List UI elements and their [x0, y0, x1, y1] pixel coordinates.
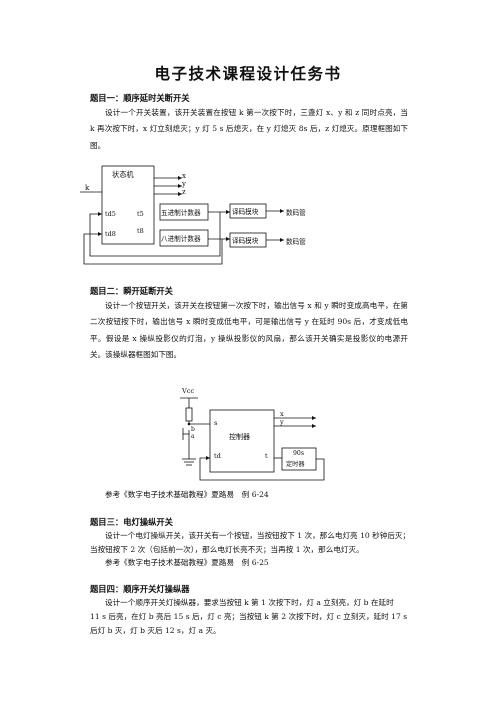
- input-k-label: k: [85, 183, 90, 192]
- decoder1-label: 译码模块: [232, 208, 259, 216]
- display2-label: 数码管: [286, 238, 306, 246]
- counter8-label: 八进制计数器: [161, 235, 201, 243]
- q3-heading: 题目三：电灯操纵开关: [90, 517, 173, 527]
- counter5-label: 五进制计数器: [161, 209, 201, 217]
- node-b-label: b: [191, 426, 195, 433]
- t5-label: t5: [137, 210, 144, 218]
- pin-td-label: td: [214, 452, 221, 460]
- q3-line-1: 设计一个电灯操纵开关，该开关有一个按钮，当按钮按下 1 次，那么电灯亮 10 秒…: [105, 531, 411, 540]
- q2-body: 设计一个按钮开关，该开关在按钮第一次按下时，输出信号 x 和 y 瞬时变成高电平…: [90, 301, 408, 360]
- q3-line-2: 当按钮按下 2 次（包括前一次），那么电灯长亮不灭；当再按 1 次，那么电灯灭。: [90, 545, 364, 554]
- q1-heading: 题目一：顺序延时关断开关: [90, 93, 190, 103]
- decoder2-label: 译码模块: [232, 237, 259, 245]
- pin-t-label: t: [265, 452, 268, 460]
- q2-heading: 题目二：瞬开延断开关: [90, 286, 173, 296]
- output-y-label: y: [280, 418, 284, 426]
- pin-s-label: s: [214, 419, 218, 427]
- controller-label: 控制器: [229, 433, 250, 441]
- document-title: 电子技术课程设计任务书: [154, 64, 342, 83]
- t8-label: t8: [137, 227, 144, 235]
- q4-heading: 题目四：顺序开关灯操纵器: [90, 584, 190, 594]
- timer-label-line2: 定时器: [286, 461, 305, 468]
- output-x-label: x: [182, 172, 186, 180]
- output-z-label: z: [182, 188, 186, 196]
- q4-line-3: 后灯 b 灭，灯 b 灭后 12 s，灯 a 灭。: [90, 626, 221, 635]
- td8-label: td8: [105, 230, 116, 238]
- reference-q2: 参考《数字电子技术基础教程》夏路易 例 6-24: [105, 490, 269, 499]
- q4-line-2: 11 s 后亮，在灯 b 亮后 15 s 后，灯 c 亮；当按钮 k 第 2 次…: [90, 612, 408, 621]
- state-machine-label: 状态机: [112, 170, 134, 179]
- td5-label: td5: [105, 210, 116, 218]
- vcc-label: Vcc: [182, 387, 195, 395]
- pullup-resistor: [185, 407, 193, 422]
- reference-q3: 参考《数字电子技术基础教程》夏路易 例 6-25: [105, 558, 269, 567]
- output-x-label: x: [280, 410, 284, 418]
- output-y-label: y: [182, 180, 186, 188]
- timer-label-line1: 90s: [293, 450, 305, 457]
- q4-line-1: 设计一个顺序开关灯操纵器，要求当按钮 k 第 1 次按下时，灯 a 立刻亮，灯 …: [105, 598, 394, 607]
- q1-body: 设计一个开关装置，该开关装置在按钮 k 第一次按下时，三盏灯 x、y 和 z 同…: [90, 108, 408, 150]
- node-a-label: a: [191, 433, 195, 440]
- display1-label: 数码管: [286, 209, 306, 217]
